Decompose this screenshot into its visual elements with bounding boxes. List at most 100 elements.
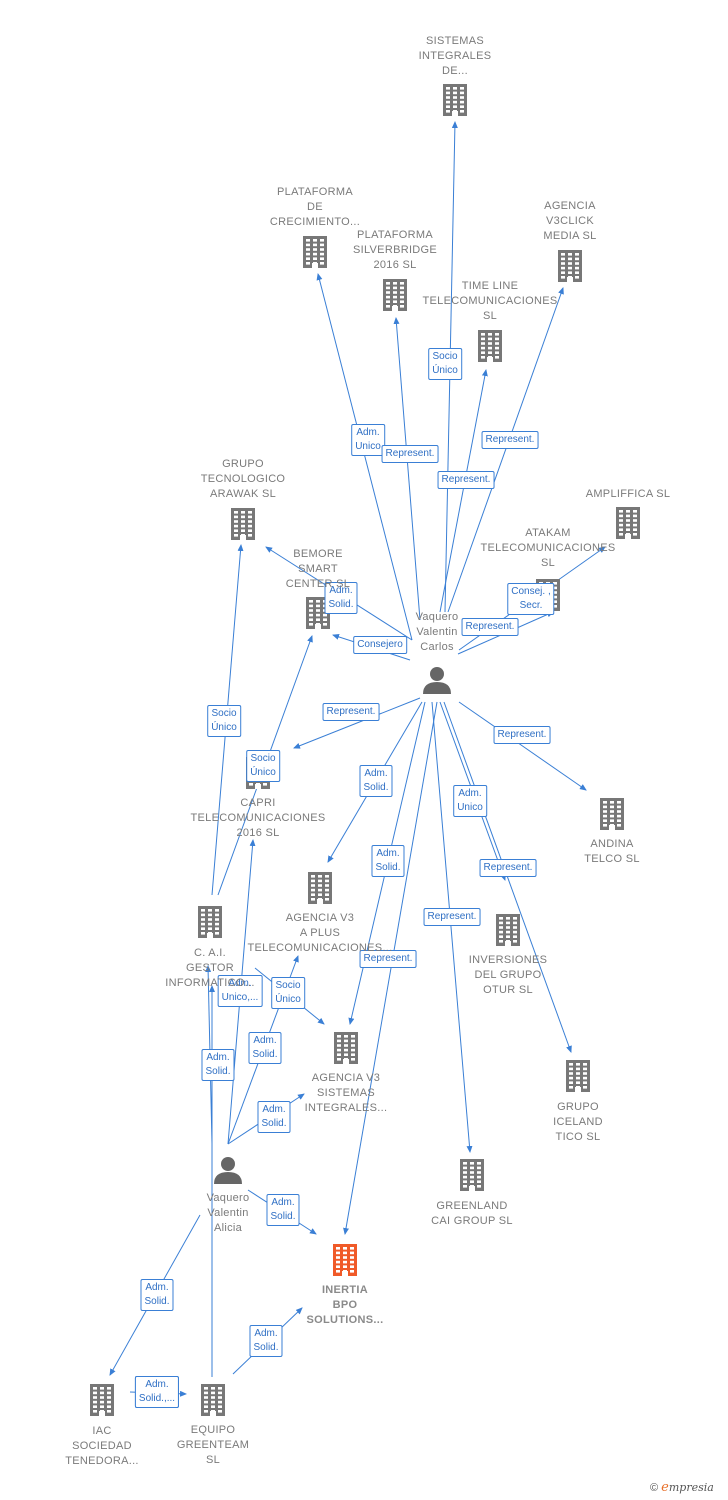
edge-label-vaquero_carlos-to-inversiones[interactable]: Adm.Unico: [453, 785, 487, 817]
node-label-line: MEDIA SL: [543, 230, 597, 242]
node-label-line: CAPRI: [240, 797, 276, 809]
company-icon-grupo_iceland[interactable]: [566, 1060, 590, 1092]
edge-label-vaquero_alicia-to-agencia_sis[interactable]: Adm.Solid.: [257, 1101, 291, 1133]
node-label-line: GREENLAND: [436, 1200, 508, 1212]
node-label-line: CENTER SL: [285, 578, 351, 590]
node-label-ampliffica[interactable]: AMPLIFFICA SL: [586, 487, 671, 502]
edge-label-vaquero_carlos-to-plataforma_crec[interactable]: Adm. Unico: [351, 424, 385, 456]
edge-label-line: Adm.: [329, 585, 353, 596]
edge-label-vaquero_carlos-to-capri[interactable]: Represent.: [322, 703, 380, 721]
edge-label-vaquero_carlos-to-inertia[interactable]: Represent.: [359, 950, 417, 968]
person-icon-vaquero_carlos[interactable]: [423, 667, 451, 694]
edge-label-vaquero_carlos-to-bemore[interactable]: Consejero: [353, 636, 407, 654]
edge-label-vaquero_carlos-to-timeline[interactable]: Represent.: [437, 471, 495, 489]
edge-label-line: Adm.: [356, 427, 380, 438]
company-icon-timeline[interactable]: [478, 330, 502, 362]
edge-label-vaquero_carlos-to-ampliffica[interactable]: Consej. ,Secr.: [507, 583, 555, 615]
edge-label-vaquero_alicia-to-iac[interactable]: Adm.Solid.: [140, 1279, 174, 1311]
edge-label-line: Adm.: [145, 1282, 169, 1293]
company-icon-cai[interactable]: [198, 906, 222, 938]
company-icon-iac[interactable]: [90, 1384, 114, 1416]
node-label-line: GREENTEAM: [176, 1439, 250, 1451]
edge-label-vaquero_carlos-to-agencia_aplus[interactable]: Adm.Solid.: [359, 765, 393, 797]
edge-label-vaquero_alicia-to-capri[interactable]: Adm.Solid.: [248, 1032, 282, 1064]
edge-label-vaquero_carlos-to-plataforma_silver[interactable]: Represent.: [381, 445, 439, 463]
edge-label-cai-to-agencia_sis[interactable]: Adm.Unico,...: [217, 975, 263, 1007]
node-label-line: TELECOMUNICACIONES...: [247, 942, 393, 954]
node-label-line: Vaquero: [415, 611, 459, 623]
company-icon-andina[interactable]: [600, 798, 624, 830]
edge-label-line: Adm.: [262, 1104, 286, 1115]
company-icon-plataforma_crec[interactable]: [303, 236, 327, 268]
edge-label-line: Adm.: [206, 1052, 230, 1063]
edge-label-vaquero_carlos-to-atakam[interactable]: Represent.: [461, 618, 519, 636]
edge-label-line: Unico: [355, 441, 381, 452]
company-icon-equipo[interactable]: [201, 1384, 225, 1416]
company-icon-inversiones[interactable]: [496, 914, 520, 946]
edge-label-line: Solid.: [253, 1342, 279, 1353]
edge-label-line: Adm.: [364, 768, 388, 779]
edge-label-line: Represent.: [385, 448, 435, 459]
main-company-icon-inertia[interactable]: [333, 1244, 357, 1276]
company-icon-agencia_sis[interactable]: [334, 1032, 358, 1064]
person-icon-vaquero_alicia[interactable]: [214, 1157, 242, 1184]
company-icon-plataforma_silver[interactable]: [383, 279, 407, 311]
company-icon-ampliffica[interactable]: [616, 507, 640, 539]
company-icon-agencia_v3click[interactable]: [558, 250, 582, 282]
edge-label-vaquero_alicia-to-cai[interactable]: Adm.Solid.: [201, 1049, 235, 1081]
company-icon-sistemas[interactable]: [443, 84, 467, 116]
edge-label-line: Adm.: [254, 1328, 278, 1339]
edge-label-iac-to-equipo[interactable]: Adm.Solid.,...: [134, 1376, 180, 1408]
edge-label-line: Solid.: [328, 599, 354, 610]
edge-label-vaquero_carlos-to-grupo_iceland[interactable]: Represent.: [479, 859, 537, 877]
node-label-line: SL: [482, 310, 498, 322]
node-label-line: SOLUTIONS...: [306, 1314, 384, 1326]
node-label-line: DE: [307, 201, 323, 213]
node-label-line: SILVERBRIDGE: [352, 244, 438, 256]
company-icon-agencia_aplus[interactable]: [308, 872, 332, 904]
node-label-line: SMART: [298, 563, 338, 575]
node-label-line: ICELAND: [553, 1116, 603, 1128]
node-label-line: TICO SL: [555, 1131, 601, 1143]
edge-vaquero_carlos-to-grupo_iceland: [443, 701, 572, 1053]
company-icon-grupo_tecno[interactable]: [231, 508, 255, 540]
edge-label-vaquero_carlos-to-andina[interactable]: Represent.: [493, 726, 551, 744]
edge-label-vaquero_carlos-to-agencia_sis[interactable]: Adm.Solid.: [371, 845, 405, 877]
edge-label-vaquero_carlos-to-greenland[interactable]: Represent.: [423, 908, 481, 926]
edge-label-vaquero_alicia-to-inertia[interactable]: Adm.Solid.: [266, 1194, 300, 1226]
node-label-line: C. A.I.: [193, 947, 227, 959]
edge-label-vaquero_carlos-to-agencia_v3click[interactable]: Represent.: [481, 431, 539, 449]
edge-label-vaquero_carlos-to-grupo_tecno[interactable]: Adm. Solid.: [324, 582, 358, 614]
edge-label-equipo-to-inertia[interactable]: Adm. Solid.: [249, 1325, 283, 1357]
edge-label-line: Consej. ,: [511, 586, 551, 597]
node-label-line: CRECIMIENTO...: [269, 216, 361, 228]
company-icon-greenland[interactable]: [460, 1159, 484, 1191]
edge-label-line: Represent.: [497, 729, 547, 740]
edge-label-line: Socio: [250, 753, 276, 764]
